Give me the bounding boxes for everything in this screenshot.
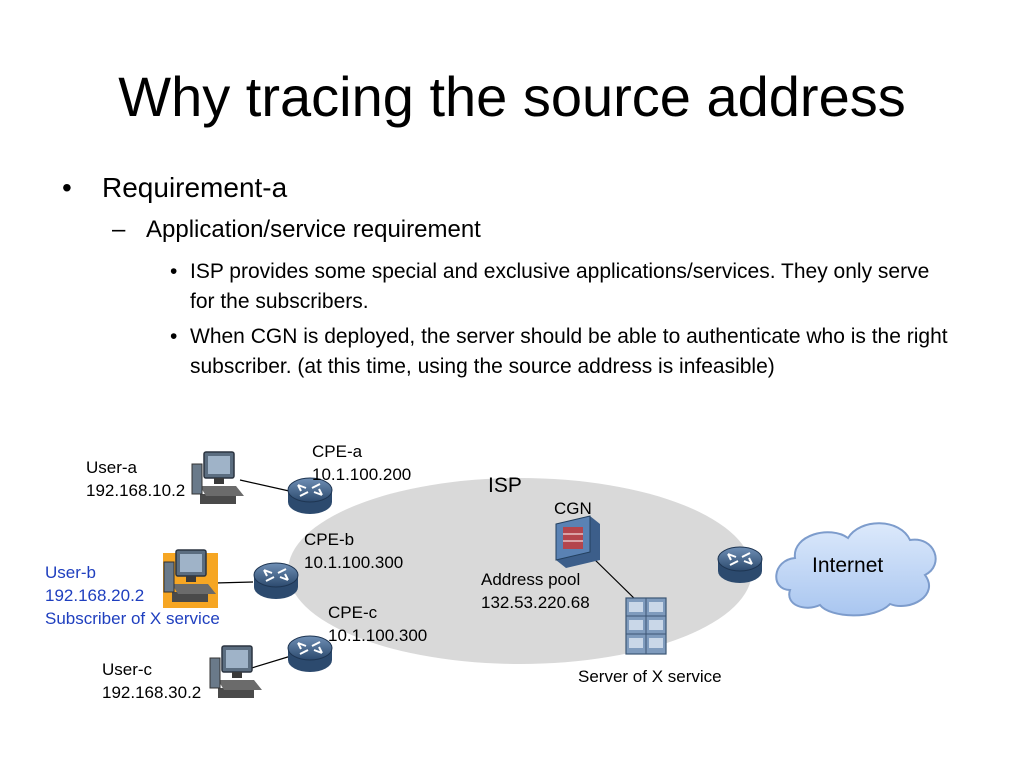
isp-edge-router-icon <box>717 546 763 584</box>
bullet-text: Application/service requirement <box>146 216 481 243</box>
user-a-label: User-a 192.168.10.2 <box>86 456 185 502</box>
user-c-name: User-c <box>102 660 153 679</box>
user-c-ip: 192.168.30.2 <box>102 683 202 702</box>
cpe-c-name: CPE-c <box>328 603 378 622</box>
bullet-mark: – <box>112 216 126 243</box>
cpe-a-ip: 10.1.100.200 <box>312 465 412 484</box>
cpe-b-router-icon <box>253 562 299 600</box>
user-a-ip: 192.168.10.2 <box>86 481 186 500</box>
bullet-text: Requirement-a <box>102 172 288 203</box>
cpe-a-label: CPE-a 10.1.100.200 <box>312 440 411 486</box>
link-user-b-cpe-b <box>214 581 254 584</box>
bullet-mark: • <box>170 325 178 348</box>
cpe-c-router-icon <box>287 635 333 673</box>
bullet-text: When CGN is deployed, the server should … <box>190 325 948 378</box>
cpe-a-name: CPE-a <box>312 442 363 461</box>
user-b-name: User-b <box>45 563 97 582</box>
isp-label: ISP <box>488 474 522 497</box>
user-a-pc-icon <box>191 451 245 505</box>
user-b-role: Subscriber of X service <box>45 609 220 628</box>
user-a-name: User-a <box>86 458 138 477</box>
link-cgn-server <box>589 554 639 603</box>
server-icon <box>625 597 667 655</box>
cpe-b-name: CPE-b <box>304 530 355 549</box>
slide-title: Why tracing the source address <box>118 65 906 128</box>
address-pool-title: Address pool <box>481 570 581 589</box>
bullet-mark: • <box>170 260 178 283</box>
address-pool-ip: 132.53.220.68 <box>481 593 590 612</box>
internet-cloud <box>775 522 937 617</box>
user-c-label: User-c 192.168.30.2 <box>102 658 201 704</box>
cgn-firewall-icon <box>555 515 600 568</box>
cpe-c-label: CPE-c 10.1.100.300 <box>328 601 427 647</box>
cpe-c-ip: 10.1.100.300 <box>328 626 428 645</box>
server-label: Server of X service <box>578 667 722 686</box>
address-pool-label: Address pool 132.53.220.68 <box>481 568 590 614</box>
internet-label: Internet <box>812 554 884 577</box>
user-b-label: User-b 192.168.20.2 Subscriber of X serv… <box>45 561 220 630</box>
user-b-ip: 192.168.20.2 <box>45 586 145 605</box>
bullet-mark: • <box>62 172 72 203</box>
cgn-label: CGN <box>554 499 592 518</box>
bullet-text: ISP provides some special and exclusive … <box>190 260 930 313</box>
user-c-pc-icon <box>209 645 263 699</box>
cpe-b-label: CPE-b 10.1.100.300 <box>304 528 403 574</box>
cpe-b-ip: 10.1.100.300 <box>304 553 404 572</box>
